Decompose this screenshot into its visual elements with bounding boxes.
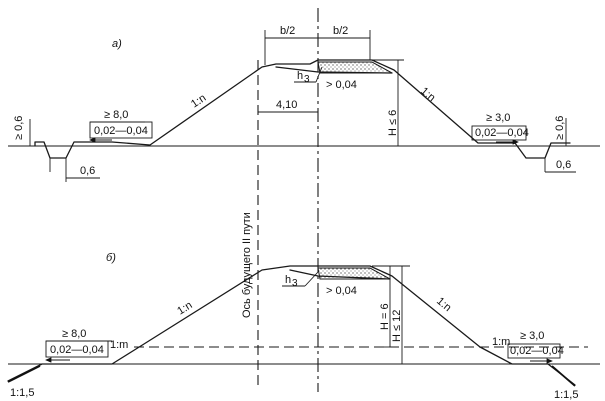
- a-left-berm-callout: ≥ 8,0 0,02—0,04: [89, 109, 153, 143]
- a-b-half-right: b/2: [333, 25, 348, 37]
- b-left-berm-callout: ≥ 8,0 0,02—0,04: [45, 328, 112, 363]
- a-slope-right: 1:n: [418, 85, 437, 104]
- svg-text:≥ 3,0: ≥ 3,0: [486, 112, 510, 124]
- a-b-half-left: b/2: [280, 25, 295, 37]
- svg-text:h: h: [285, 274, 291, 286]
- b-embankment-profile: [7, 265, 576, 387]
- part-b-label: б): [106, 252, 116, 264]
- a-h-le-6: H ≤ 6: [387, 110, 399, 136]
- part-a-label: а): [112, 38, 122, 50]
- a-410-label: 4,10: [276, 99, 297, 111]
- a-embankment-profile: [34, 59, 571, 159]
- b-slope-m-right: 1:m: [492, 336, 510, 348]
- svg-text:0,02—0,04: 0,02—0,04: [50, 344, 104, 356]
- a-left-ditch-dims: ≥ 0,6 0,6: [13, 116, 100, 182]
- svg-text:0,02—0,04: 0,02—0,04: [475, 127, 529, 139]
- a-h3-callout: h 3: [294, 66, 323, 85]
- b-slope-m-left: 1:m: [110, 339, 128, 351]
- svg-text:≥ 8,0: ≥ 8,0: [62, 328, 86, 340]
- b-subgrade-top: [289, 269, 391, 280]
- svg-text:0,6: 0,6: [80, 165, 95, 177]
- a-right-berm-callout: ≥ 3,0 0,02—0,04: [471, 112, 529, 145]
- svg-text:0,6: 0,6: [556, 159, 571, 171]
- svg-text:> 0,04: > 0,04: [326, 79, 357, 91]
- future-track-axis-label: Ось будущего II пути: [241, 212, 253, 318]
- svg-text:0,02—0,04: 0,02—0,04: [94, 125, 148, 137]
- a-subgrade-top: [275, 66, 393, 74]
- a-slope-004: > 0,04: [326, 79, 357, 91]
- b-h-eq-6: H = 6: [379, 303, 391, 330]
- b-slope-15-left: 1:1,5: [10, 387, 34, 399]
- svg-text:≥ 3,0: ≥ 3,0: [520, 330, 544, 342]
- svg-text:≥ 0,6: ≥ 0,6: [13, 116, 25, 140]
- b-slope-15-right: 1:1,5: [554, 389, 578, 401]
- svg-text:≥ 0,6: ≥ 0,6: [554, 116, 566, 140]
- a-right-ditch-dims: ≥ 0,6 0,6: [544, 116, 576, 173]
- a-slope-left: 1:n: [189, 92, 208, 111]
- b-h3-callout: h 3: [282, 271, 319, 289]
- svg-text:0,02—0,04: 0,02—0,04: [510, 345, 564, 357]
- svg-text:≥ 8,0: ≥ 8,0: [104, 109, 128, 121]
- b-right-berm-callout: ≥ 3,0 0,02—0,04: [507, 330, 564, 364]
- svg-text:3: 3: [304, 74, 310, 85]
- b-slope-n-right: 1:n: [434, 295, 453, 314]
- b-slope-004: > 0,04: [326, 285, 357, 297]
- svg-text:h: h: [297, 70, 303, 82]
- b-h-le-12: H ≤ 12: [391, 310, 403, 342]
- svg-text:3: 3: [292, 278, 298, 289]
